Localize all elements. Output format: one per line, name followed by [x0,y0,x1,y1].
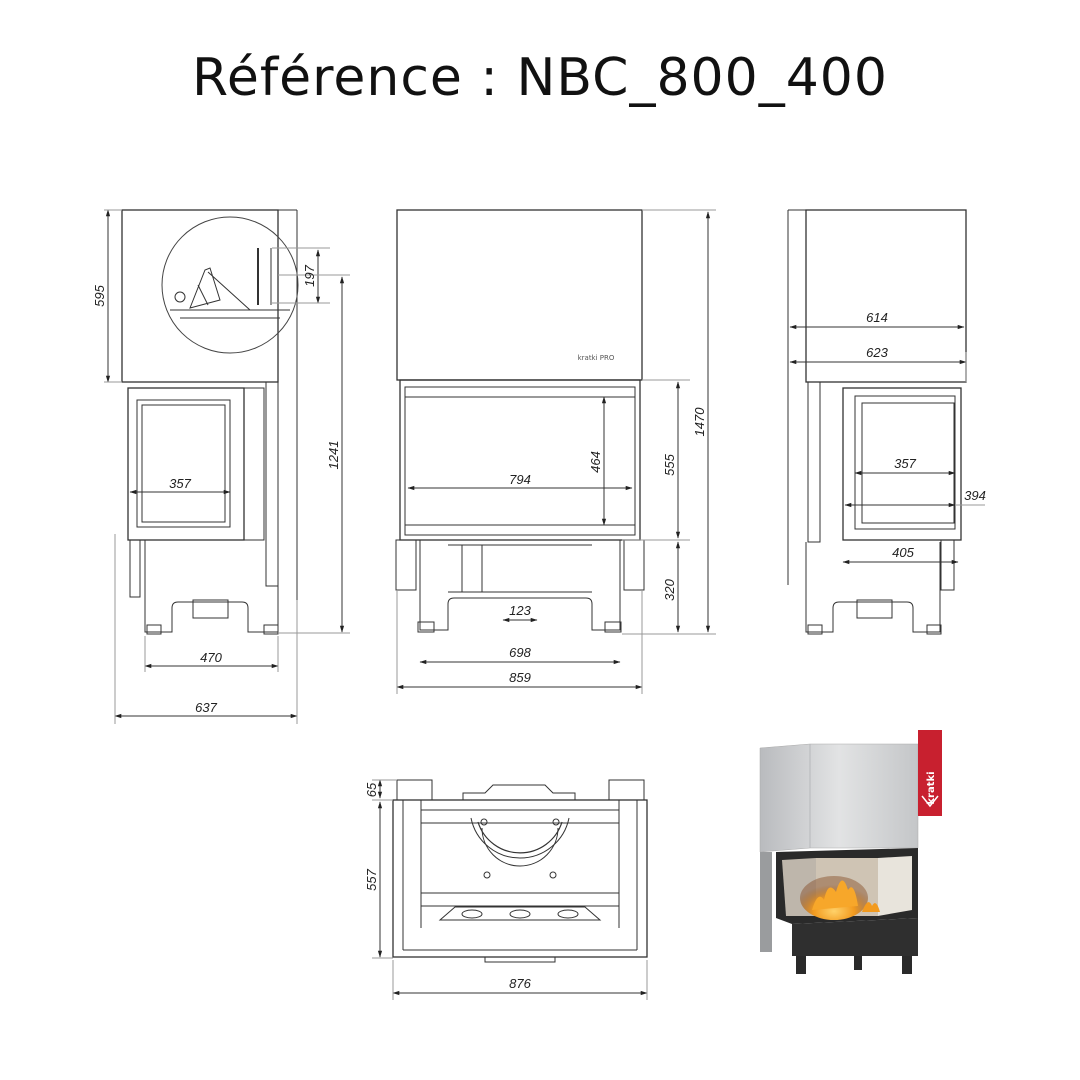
dim-front-total-height: 1470 [692,407,707,437]
dim-top-width: 876 [509,976,531,991]
product-photo: kratki [759,730,942,974]
dim-left-top-height: 595 [92,284,107,306]
dim-front-glass-width: 794 [509,472,531,487]
dim-left-total-height: 1241 [326,441,341,470]
brand-tag-text: kratki [926,771,937,804]
dim-front-width: 859 [509,670,531,685]
left-side-view [104,209,350,724]
arrow-down-icon [921,795,939,808]
dim-front-leg-span: 698 [509,645,531,660]
dim-right-frame-width: 394 [964,488,986,503]
dim-front-glass-height: 464 [588,451,603,473]
dim-right-glass-width: 357 [894,456,916,471]
page-title: Référence : NBC_800_400 [192,48,888,108]
dim-left-detail-height: 197 [302,264,317,286]
dim-left-depth: 637 [195,700,217,715]
kratki-brand-tag: kratki [918,730,942,816]
dim-right-hood-outer: 623 [866,345,888,360]
dim-front-outlet-width: 123 [509,603,531,618]
right-side-view [787,209,985,635]
front-badge-text: kratki PRO [578,354,615,362]
dim-right-base-width: 405 [892,545,914,560]
dim-top-rear-offset: 65 [364,782,379,797]
dim-left-glass-width: 357 [169,476,191,491]
dim-top-depth: 557 [364,868,379,890]
dim-front-base-height: 320 [662,578,677,600]
dim-right-hood-inner: 614 [866,310,888,325]
top-view [372,779,648,1000]
front-view [395,209,716,694]
dim-front-opening-height: 555 [662,453,677,475]
dim-left-leg-span: 470 [200,650,222,665]
